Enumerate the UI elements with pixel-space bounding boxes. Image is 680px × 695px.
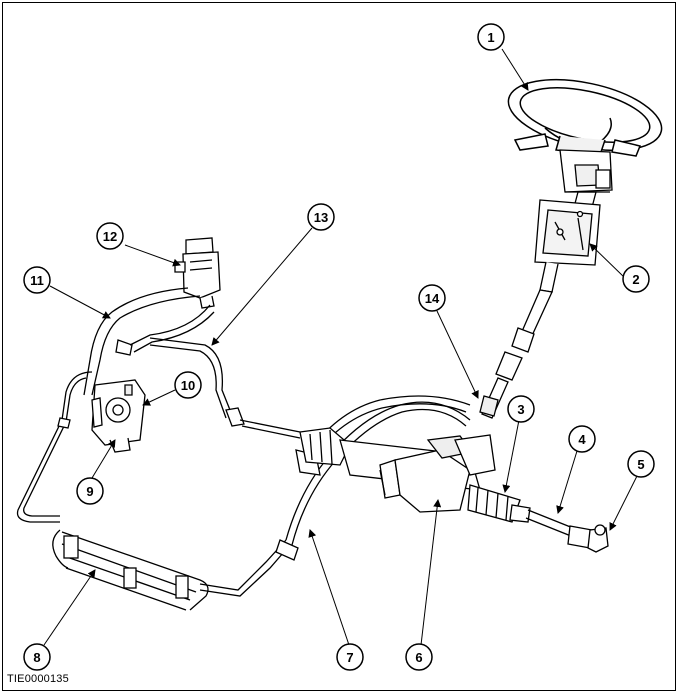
callout-10: 10	[174, 371, 202, 399]
callout-11: 11	[23, 266, 51, 294]
svg-text:7: 7	[346, 650, 353, 665]
svg-text:4: 4	[578, 432, 586, 447]
tie-rod	[509, 504, 609, 553]
svg-text:8: 8	[33, 650, 40, 665]
callout-8: 8	[23, 643, 51, 671]
callout-3: 3	[507, 395, 535, 423]
fluid-reservoir	[174, 237, 221, 309]
svg-text:12: 12	[103, 229, 117, 244]
callout-4: 4	[568, 425, 596, 453]
power-steering-pump	[91, 379, 146, 453]
svg-text:9: 9	[86, 484, 93, 499]
svg-text:6: 6	[415, 650, 422, 665]
callout-7: 7	[336, 643, 364, 671]
pressure-line	[16, 371, 93, 523]
figure-id: TIE0000135	[7, 673, 69, 685]
supply-hose	[83, 287, 201, 396]
svg-text:11: 11	[30, 273, 44, 288]
callout-2: 2	[622, 265, 650, 293]
leader-lines	[43, 48, 638, 646]
svg-text:3: 3	[517, 402, 524, 417]
steering-rack	[299, 427, 521, 523]
callout-14: 14	[418, 284, 446, 312]
return-line	[129, 304, 301, 439]
oil-cooler	[52, 529, 291, 611]
callout-12: 12	[96, 222, 124, 250]
svg-text:2: 2	[632, 272, 639, 287]
svg-text:5: 5	[637, 457, 644, 472]
svg-text:1: 1	[487, 30, 494, 45]
svg-text:14: 14	[425, 291, 440, 306]
svg-text:10: 10	[181, 378, 195, 393]
svg-text:13: 13	[314, 210, 328, 225]
callout-9: 9	[76, 477, 104, 505]
column-bracket	[534, 199, 601, 293]
callout-13: 13	[307, 203, 335, 231]
intermediate-shaft	[479, 289, 553, 419]
callout-6: 6	[405, 643, 433, 671]
callout-1: 1	[477, 23, 505, 51]
steering-wheel	[507, 78, 663, 157]
callout-5: 5	[627, 450, 655, 478]
